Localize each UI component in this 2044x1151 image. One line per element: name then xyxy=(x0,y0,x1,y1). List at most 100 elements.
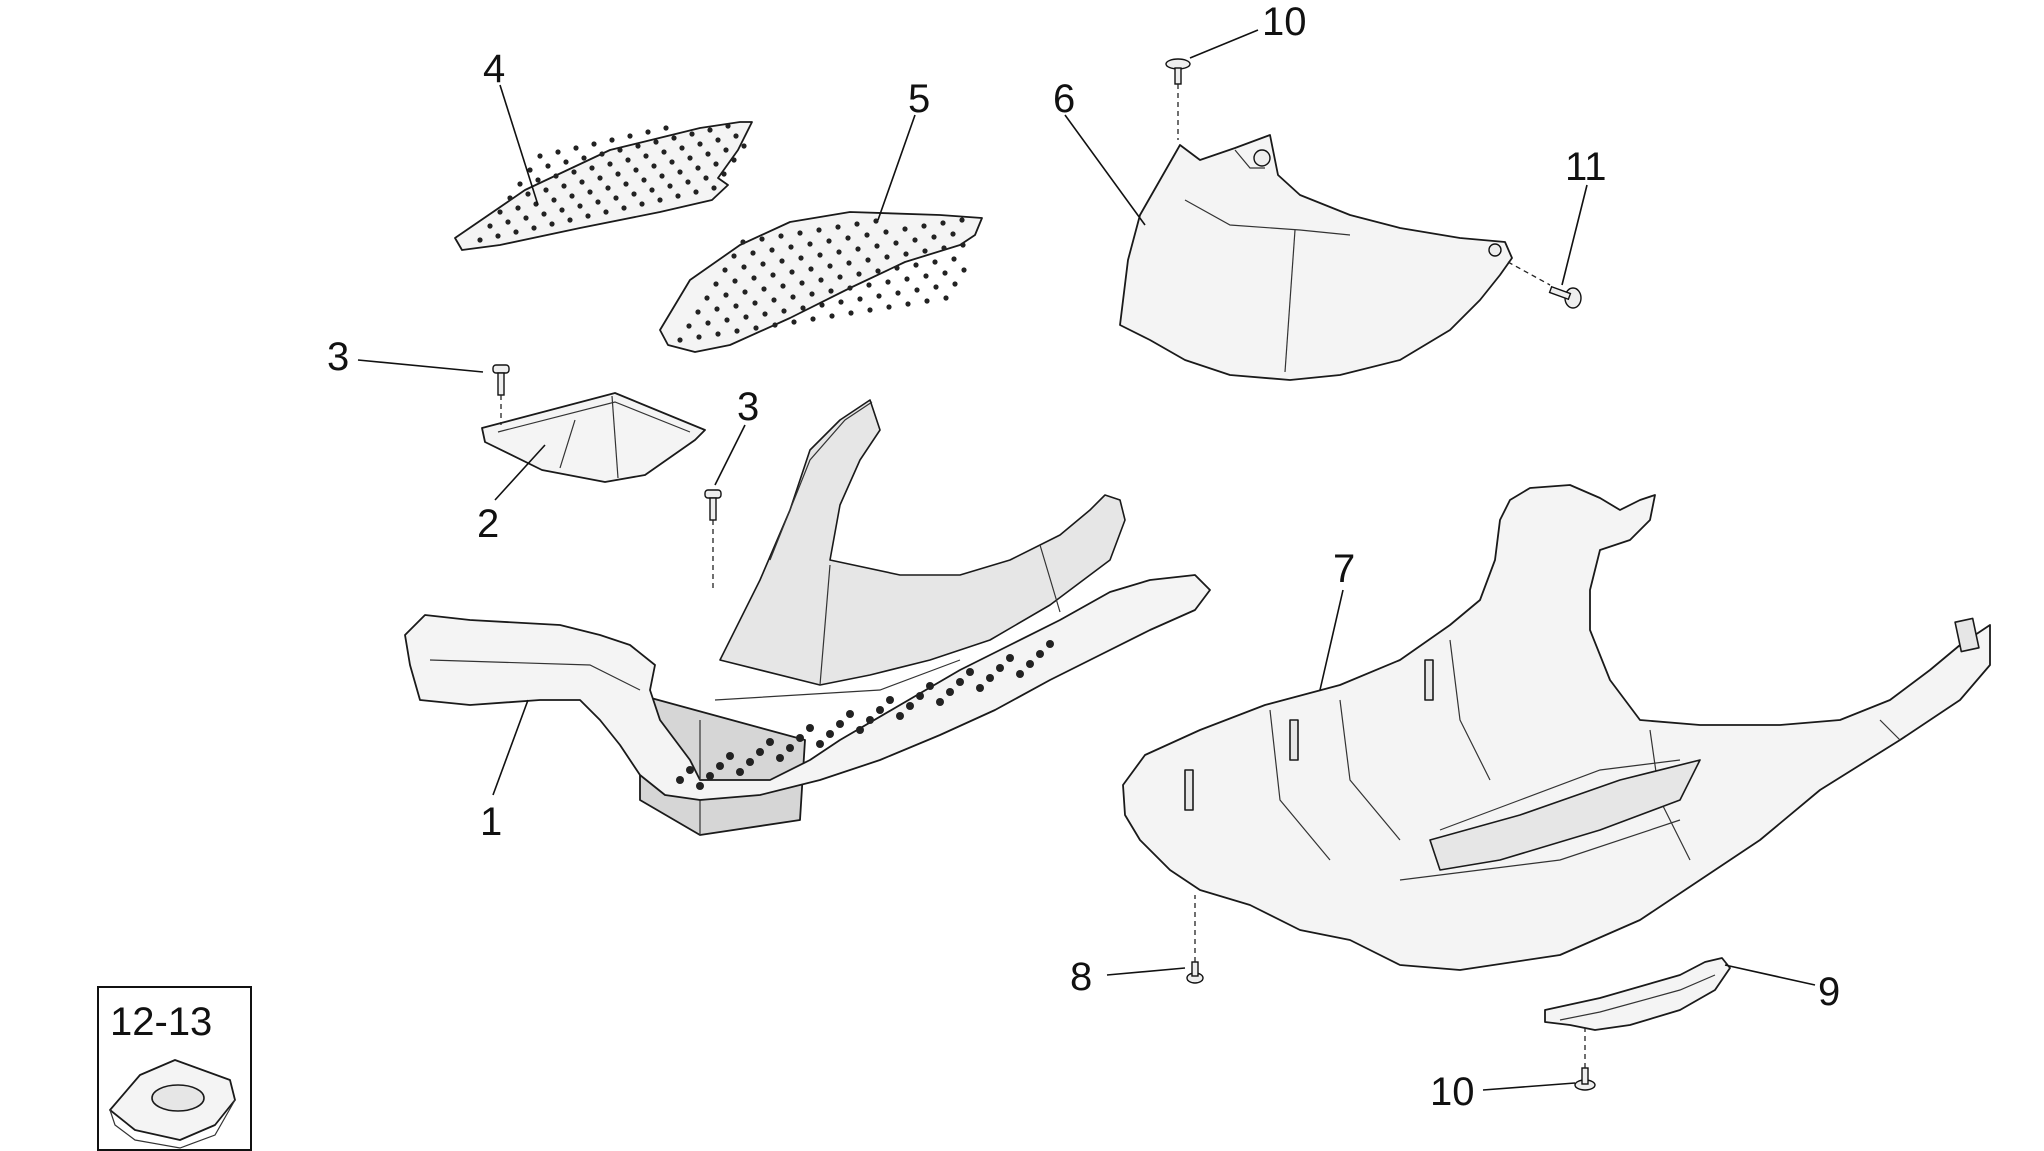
perforation-hole xyxy=(676,776,684,784)
callout-1: 1 xyxy=(480,800,502,844)
perforation-hole xyxy=(605,185,611,191)
clip-nut-icon xyxy=(109,1059,236,1149)
callout-3-right: 3 xyxy=(737,385,759,429)
perforation-hole xyxy=(697,141,703,147)
perforation-hole xyxy=(591,141,597,147)
mat-4-holes xyxy=(477,123,747,243)
perforation-hole xyxy=(621,205,627,211)
perforation-hole xyxy=(715,137,721,143)
part-2-cover-plate xyxy=(481,392,706,483)
part-5-footboard-mat xyxy=(659,211,983,353)
perforation-hole xyxy=(788,244,794,250)
callout-7: 7 xyxy=(1333,547,1355,591)
perforation-hole xyxy=(677,169,683,175)
perforation-hole xyxy=(734,328,740,334)
perforation-hole xyxy=(753,325,759,331)
perforation-hole xyxy=(845,235,851,241)
perforation-hole xyxy=(854,221,860,227)
perforation-hole xyxy=(809,291,815,297)
perforation-hole xyxy=(966,668,974,676)
perforation-hole xyxy=(884,254,890,260)
perforation-hole xyxy=(797,230,803,236)
perforation-hole xyxy=(625,157,631,163)
callout-labels: 4 5 6 10 11 3 3 2 1 7 8 9 10 xyxy=(327,0,1840,1114)
perforation-hole xyxy=(875,268,881,274)
perforation-hole xyxy=(914,287,920,293)
perforation-hole xyxy=(838,299,844,305)
perforation-hole xyxy=(704,295,710,301)
perforation-hole xyxy=(723,147,729,153)
perforation-hole xyxy=(722,267,728,273)
perforation-hole xyxy=(740,239,746,245)
perforation-hole xyxy=(603,209,609,215)
perforation-hole xyxy=(589,165,595,171)
perforation-hole xyxy=(776,754,784,762)
perforation-hole xyxy=(551,197,557,203)
perforation-hole xyxy=(932,259,938,265)
perforation-hole xyxy=(585,213,591,219)
part-7-lower-panel xyxy=(1122,484,1991,971)
perforation-hole xyxy=(752,300,758,306)
perforation-hole xyxy=(537,153,543,159)
perforation-hole xyxy=(721,171,727,177)
perforation-hole xyxy=(790,294,796,300)
perforation-hole xyxy=(951,256,957,262)
perforation-hole xyxy=(631,191,637,197)
perforation-hole xyxy=(679,145,685,151)
perforation-hole xyxy=(950,231,956,237)
perforation-hole xyxy=(497,209,503,215)
perforation-hole xyxy=(731,253,737,259)
perforation-hole xyxy=(617,147,623,153)
perforation-hole xyxy=(505,219,511,225)
perforation-hole xyxy=(818,277,824,283)
perforation-hole xyxy=(848,310,854,316)
perforation-hole xyxy=(762,311,768,317)
perforation-hole xyxy=(587,189,593,195)
perforation-hole xyxy=(733,133,739,139)
perforation-hole xyxy=(959,217,965,223)
perforation-hole xyxy=(786,744,794,752)
perforation-hole xyxy=(569,193,575,199)
perforation-hole xyxy=(913,262,919,268)
perforation-hole xyxy=(926,682,934,690)
perforation-hole xyxy=(623,181,629,187)
perforation-hole xyxy=(806,724,814,732)
perforation-hole xyxy=(895,290,901,296)
perforation-hole xyxy=(817,252,823,258)
perforation-hole xyxy=(772,322,778,328)
part-6-rear-cover xyxy=(1119,134,1513,381)
callout-10-bottom: 10 xyxy=(1430,1070,1475,1114)
perforation-hole xyxy=(597,175,603,181)
perforation-hole xyxy=(743,314,749,320)
perforation-hole xyxy=(976,684,984,692)
mat-5-holes xyxy=(677,217,967,343)
perforation-hole xyxy=(599,151,605,157)
perforation-hole xyxy=(609,137,615,143)
perforation-hole xyxy=(933,284,939,290)
perforation-hole xyxy=(714,306,720,312)
part-1-footboard-frame xyxy=(404,399,1211,836)
perforation-hole xyxy=(686,766,694,774)
perforation-hole xyxy=(696,334,702,340)
perforation-hole xyxy=(633,167,639,173)
perforation-hole xyxy=(883,229,889,235)
perforation-hole xyxy=(894,265,900,271)
perforation-hole xyxy=(595,199,601,205)
perforation-hole xyxy=(675,193,681,199)
perforation-hole xyxy=(946,688,954,696)
perforation-hole xyxy=(715,331,721,337)
perforation-hole xyxy=(669,159,675,165)
perforation-hole xyxy=(711,185,717,191)
perforation-hole xyxy=(746,758,754,766)
perforation-hole xyxy=(921,223,927,229)
perforation-hole xyxy=(771,297,777,303)
perforation-hole xyxy=(571,169,577,175)
perforation-hole xyxy=(916,692,924,700)
perforation-hole xyxy=(1036,650,1044,658)
perforation-hole xyxy=(807,241,813,247)
part-4-footboard-mat xyxy=(454,121,753,251)
perforation-hole xyxy=(525,191,531,197)
perforation-hole xyxy=(996,664,1004,672)
perforation-hole xyxy=(661,149,667,155)
perforation-hole xyxy=(487,223,493,229)
